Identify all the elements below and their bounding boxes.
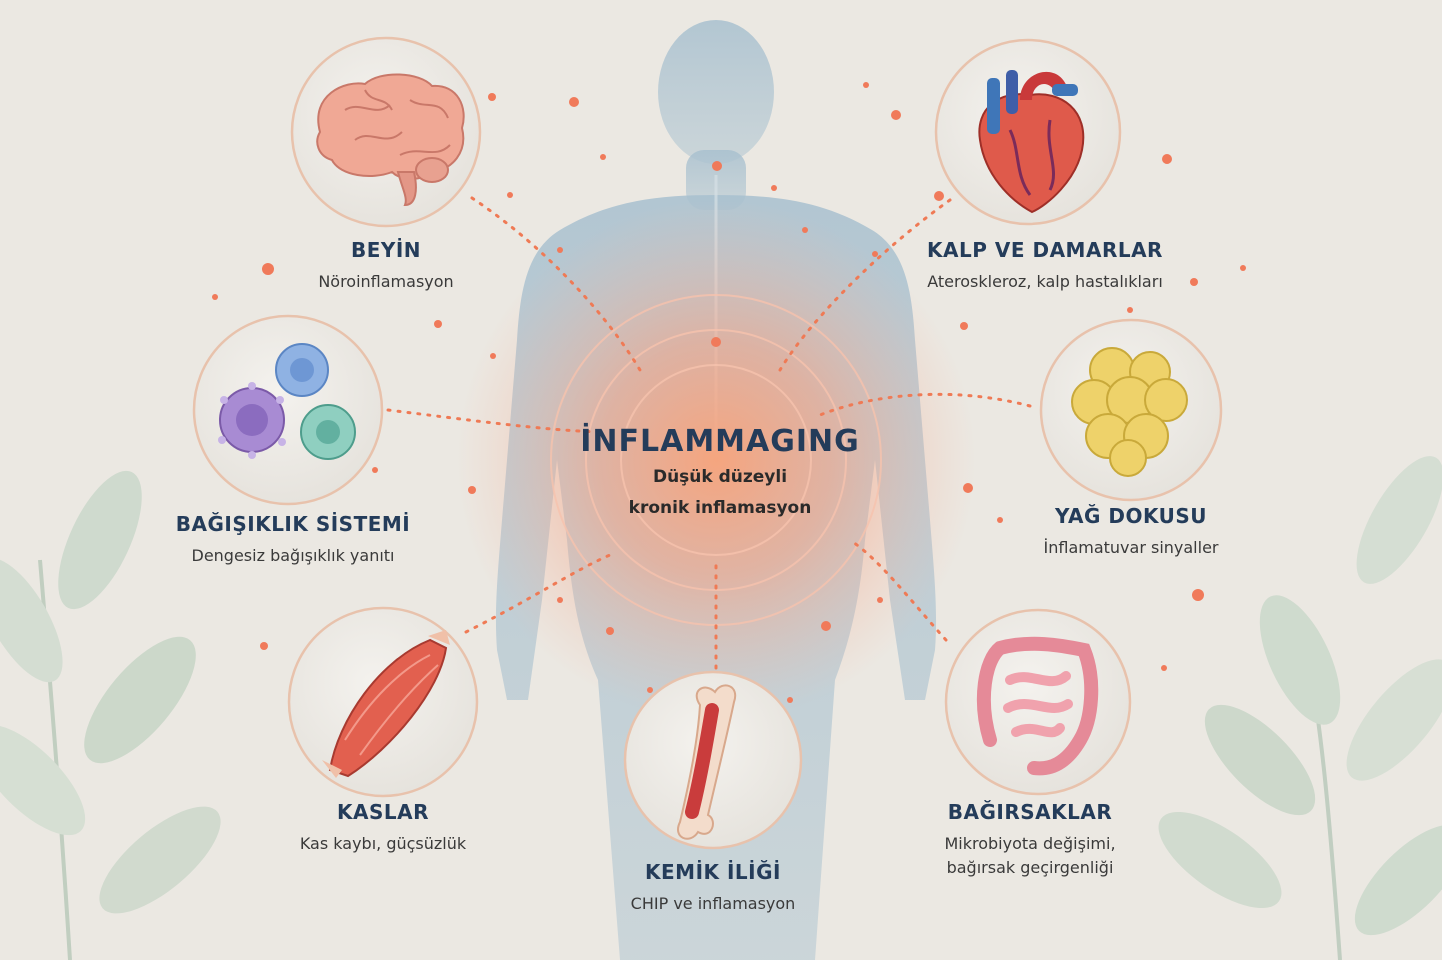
- label-bone: KEMİK İLİĞİ CHIP ve inflamasyon: [563, 860, 863, 916]
- label-gut-title: BAĞIRSAKLAR: [947, 800, 1113, 824]
- center-subtitle-line1: Düşük düzeyli: [652, 467, 788, 487]
- label-muscle: KASLAR Kas kaybı, güçsüzlük: [233, 800, 533, 856]
- label-gut: BAĞIRSAKLAR Mikrobiyota değişimi, bağırs…: [880, 800, 1180, 880]
- bone-icon: [677, 684, 737, 840]
- center-title-block: İNFLAMMAGING Düşük düzeyli kronik inflam…: [500, 424, 940, 521]
- label-gut-desc-line1: Mikrobiyota değişimi,: [944, 834, 1116, 853]
- label-fat: YAĞ DOKUSU İnflamatuvar sinyaller: [981, 504, 1281, 560]
- brain-icon: [316, 73, 465, 207]
- label-immune-title: BAĞIŞIKLIK SİSTEMİ: [175, 512, 411, 536]
- label-bone-title: KEMİK İLİĞİ: [645, 860, 781, 884]
- label-immune-desc: Dengesiz bağışıklık yanıtı: [191, 546, 395, 565]
- label-muscle-desc: Kas kaybı, güçsüzlük: [299, 834, 467, 853]
- connector-lines: [386, 196, 1032, 670]
- label-brain: BEYİN Nöroinflamasyon: [236, 238, 536, 294]
- label-fat-desc: İnflamatuvar sinyaller: [1043, 538, 1219, 557]
- intestine-icon: [976, 636, 1099, 776]
- inflammation-glow: [456, 200, 976, 720]
- leaf-decoration-left: [0, 470, 221, 960]
- muscle-icon: [322, 630, 450, 778]
- label-immune: BAĞIŞIKLIK SİSTEMİ Dengesiz bağışıklık y…: [143, 512, 443, 568]
- heart-icon: [978, 70, 1085, 214]
- label-heart: KALP VE DAMARLAR Ateroskleroz, kalp hast…: [895, 238, 1195, 294]
- label-brain-desc: Nöroinflamasyon: [318, 272, 454, 291]
- center-title: İNFLAMMAGING: [580, 424, 860, 459]
- label-fat-title: YAĞ DOKUSU: [1054, 504, 1208, 528]
- label-bone-desc: CHIP ve inflamasyon: [630, 894, 796, 913]
- label-muscle-title: KASLAR: [336, 800, 429, 824]
- immune-cells-icon: [218, 343, 356, 460]
- center-subtitle-line2: kronik inflamasyon: [628, 498, 812, 518]
- label-brain-title: BEYİN: [350, 238, 422, 262]
- leaf-decoration-right: [1158, 456, 1442, 960]
- inflammation-dots: [212, 82, 1246, 703]
- label-heart-desc: Ateroskleroz, kalp hastalıkları: [927, 272, 1163, 291]
- label-heart-title: KALP VE DAMARLAR: [927, 238, 1163, 262]
- label-gut-desc-line2: bağırsak geçirgenliği: [946, 858, 1114, 877]
- fat-cells-icon: [1071, 347, 1188, 477]
